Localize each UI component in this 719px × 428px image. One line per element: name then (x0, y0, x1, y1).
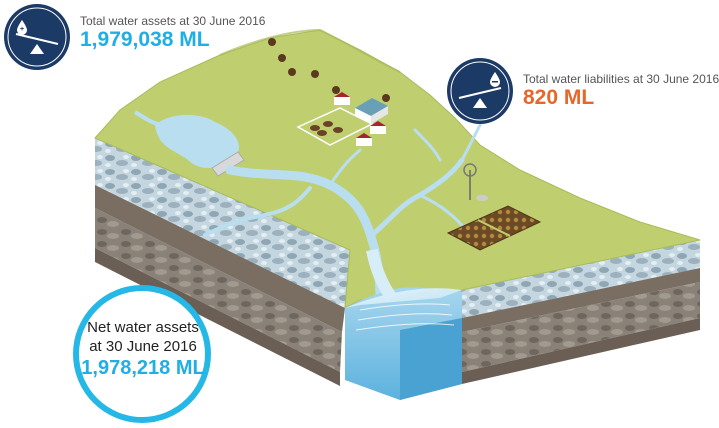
farm-area (296, 92, 388, 146)
net-label-line2: at 30 June 2016 (89, 338, 197, 355)
assets-caption: Total water assets at 30 June 2016 1,979… (80, 14, 265, 52)
windmill-and-crops (446, 163, 542, 251)
assets-label: Total water assets at 30 June 2016 (80, 14, 266, 28)
liabilities-value: 820 ML (523, 86, 595, 109)
liabilities-badge (447, 58, 513, 124)
trees (268, 38, 390, 102)
assets-value: 1,979,038 ML (80, 28, 210, 51)
scale-tilted-right-icon (458, 72, 502, 108)
lake-and-dam (133, 110, 245, 177)
svg-text:+: + (20, 26, 24, 33)
canyon-water (345, 248, 462, 400)
net-assets-caption: Net water assets at 30 June 2016 1,978,2… (66, 318, 220, 380)
net-value: 1,978,218 ML (81, 357, 205, 379)
assets-badge: + (4, 4, 70, 70)
earth-right-face (460, 240, 700, 384)
scale-tilted-left-icon: + (15, 20, 59, 54)
net-assets-ring (73, 285, 211, 423)
liabilities-caption: Total water liabilities at 30 June 2016 … (523, 72, 719, 110)
earth-left-face (95, 138, 355, 386)
net-label-line1: Net water assets (87, 319, 199, 336)
liabilities-label: Total water liabilities at 30 June 2016 (523, 72, 719, 86)
